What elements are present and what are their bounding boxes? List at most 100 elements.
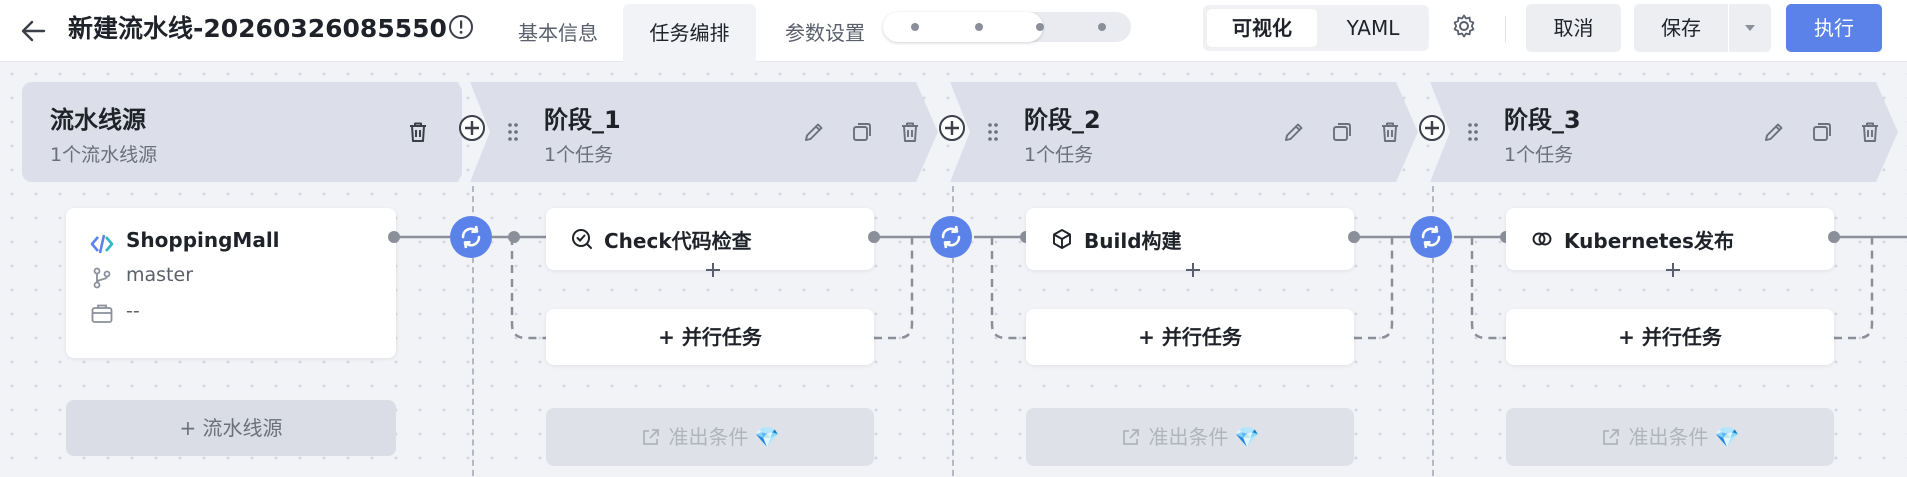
add-serial-task-icon[interactable] [1664,261,1682,279]
stage-header-2: 阶段_2 1个任务 [950,82,1418,182]
gear-icon[interactable] [1451,13,1477,39]
stage-subtitle: 1个流水线源 [50,144,158,166]
add-parallel-task-button[interactable]: + 并行任务 [1506,309,1834,365]
tab-task-orchestration[interactable]: 任务编排 [623,4,756,62]
add-source-button[interactable]: + 流水线源 [66,400,396,456]
trash-icon[interactable] [406,120,430,144]
stage-header-1: 阶段_1 1个任务 [470,82,938,182]
page-title: 新建流水线-20260326085550 [68,14,447,43]
add-parallel-task-button[interactable]: + 并行任务 [1026,309,1354,365]
stage-title: 阶段_1 [544,106,621,134]
drag-handle-icon[interactable] [986,120,1000,144]
edit-pencil-icon[interactable] [1282,120,1306,144]
save-button[interactable]: 保存 [1634,4,1728,52]
sync-flow-icon [941,225,961,249]
stage-flow-node[interactable] [450,216,492,258]
exit-condition-button[interactable]: 准出条件 💎 [1026,408,1354,466]
save-options-button[interactable] [1729,4,1771,52]
sync-flow-icon [1421,225,1441,249]
arrow-left-icon[interactable] [18,16,48,46]
stage-title: 阶段_2 [1024,106,1101,134]
scroll-dot [1098,23,1106,31]
scroll-dot [975,23,983,31]
drag-handle-icon[interactable] [1466,120,1480,144]
stage-header-3: 阶段_3 1个任务 [1430,82,1898,182]
scroll-dot [911,23,919,31]
plus-icon [945,121,959,135]
source-environment: -- [126,300,140,322]
task-card[interactable]: Kubernetes发布 [1506,208,1834,277]
add-serial-task-icon[interactable] [704,261,722,279]
share-arrow-icon [1123,429,1140,445]
task-card[interactable]: Check代码检查 [546,208,874,277]
stage-header-source: 流水线源 1个流水线源 [22,82,462,182]
stage-flow-node[interactable] [1410,216,1452,258]
edit-pencil-icon[interactable] [802,120,826,144]
code-repo-icon [90,234,114,254]
stage-divider [952,186,954,477]
connector-dot [508,231,520,243]
task-name: Kubernetes发布 [1564,229,1734,253]
exit-condition-label: 准出条件 💎 [1628,425,1740,449]
add-serial-task-icon[interactable] [1184,261,1202,279]
stage-flow-node[interactable] [930,216,972,258]
tab-scroll-thumb[interactable] [883,12,1043,42]
copy-icon[interactable] [850,120,874,144]
run-button[interactable]: 执行 [1786,4,1882,52]
toolbar-divider [1505,16,1506,42]
connector-dot [1828,231,1840,243]
stage-subtitle: 1个任务 [544,144,614,166]
task-name: Build构建 [1084,229,1182,253]
info-circle-icon[interactable] [448,14,474,40]
tab-scroll-indicator[interactable] [883,12,1131,42]
source-branch: master [126,264,194,286]
trash-icon[interactable] [1858,120,1882,144]
plus-icon [465,121,479,135]
share-arrow-icon [1603,429,1620,445]
cancel-button[interactable]: 取消 [1526,4,1621,52]
copy-icon[interactable] [1330,120,1354,144]
kubernetes-icon [1532,232,1552,246]
share-arrow-icon [643,429,660,445]
view-yaml-button[interactable]: YAML [1346,16,1400,40]
plus-icon [1425,121,1439,135]
edit-pencil-icon[interactable] [1762,120,1786,144]
tab-basic-info[interactable]: 基本信息 [518,21,598,45]
exit-condition-button[interactable]: 准出条件 💎 [1506,408,1834,466]
cube-icon [1053,229,1071,249]
view-mode-toggle: 可视化 YAML [1203,5,1429,51]
connector-dot [1348,231,1360,243]
check-scan-icon [572,229,592,249]
add-parallel-task-button[interactable]: + 并行任务 [546,309,874,365]
drag-handle-icon[interactable] [506,120,520,144]
exit-condition-button[interactable]: 准出条件 💎 [546,408,874,466]
trash-icon[interactable] [1378,120,1402,144]
trash-icon[interactable] [898,120,922,144]
pipeline-source-card[interactable]: ShoppingMall master -- [66,208,396,358]
stage-title: 阶段_3 [1504,106,1581,134]
git-branch-icon [93,267,111,289]
tab-parameter-settings[interactable]: 参数设置 [785,21,865,45]
view-visual-button[interactable]: 可视化 [1207,9,1317,47]
connector-dot [388,231,400,243]
stage-title: 流水线源 [50,106,146,134]
add-stage-button[interactable] [459,115,485,141]
add-stage-button[interactable] [939,115,965,141]
environment-box-icon [91,304,113,323]
exit-condition-label: 准出条件 💎 [668,425,780,449]
stage-divider [472,186,474,477]
task-card[interactable]: Build构建 [1026,208,1354,277]
stage-subtitle: 1个任务 [1504,144,1574,166]
stage-subtitle: 1个任务 [1024,144,1094,166]
task-name: Check代码检查 [604,229,752,253]
add-stage-button[interactable] [1419,115,1445,141]
connector-dot [868,231,880,243]
caret-down-icon [1745,25,1755,31]
scroll-dot [1036,23,1044,31]
copy-icon[interactable] [1810,120,1834,144]
sync-flow-icon [461,225,481,249]
stage-divider [1432,186,1434,477]
top-bar: 新建流水线-20260326085550 基本信息 任务编排 参数设置 可视化 … [0,0,1907,62]
exit-condition-label: 准出条件 💎 [1148,425,1260,449]
pipeline-canvas[interactable]: 流水线源 1个流水线源 ShoppingMall master -- + 流水线… [0,62,1907,477]
